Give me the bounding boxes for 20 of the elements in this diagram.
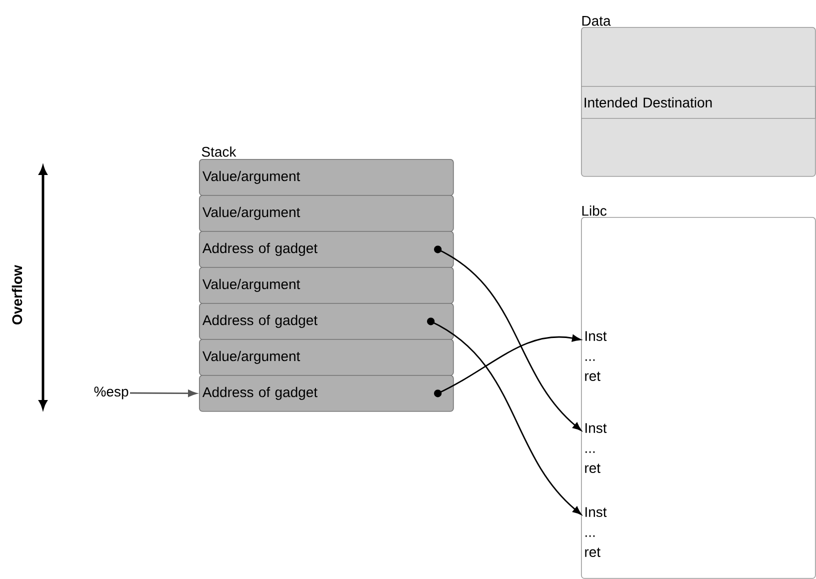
arrow (130, 390, 197, 397)
gadget-code: Inst ... ret (585, 507, 607, 557)
arrow (434, 246, 582, 431)
stack-cell: Value/argument (199, 267, 454, 304)
stack-cell: Value/argument (199, 195, 454, 232)
arrow (434, 334, 581, 398)
node-label: Data (582, 16, 611, 26)
stack-cell: Address of gadget (199, 375, 454, 412)
stack-cell: Address of gadget (199, 303, 454, 340)
gadget-code: Inst ... ret (585, 423, 607, 473)
stack-cell: Address of gadget (199, 231, 454, 268)
gadget-code: Inst ... ret (585, 331, 607, 381)
arrow (427, 318, 582, 515)
stack-cell: Value/argument (199, 159, 454, 196)
register-label: %esp (94, 386, 128, 400)
axis-label: Overflow (12, 265, 22, 324)
memory-row: Intended Destination (581, 86, 816, 119)
stack-heading: Stack (202, 146, 236, 157)
stack-cell: Value/argument (199, 339, 454, 376)
node-label: Libc (582, 206, 607, 216)
